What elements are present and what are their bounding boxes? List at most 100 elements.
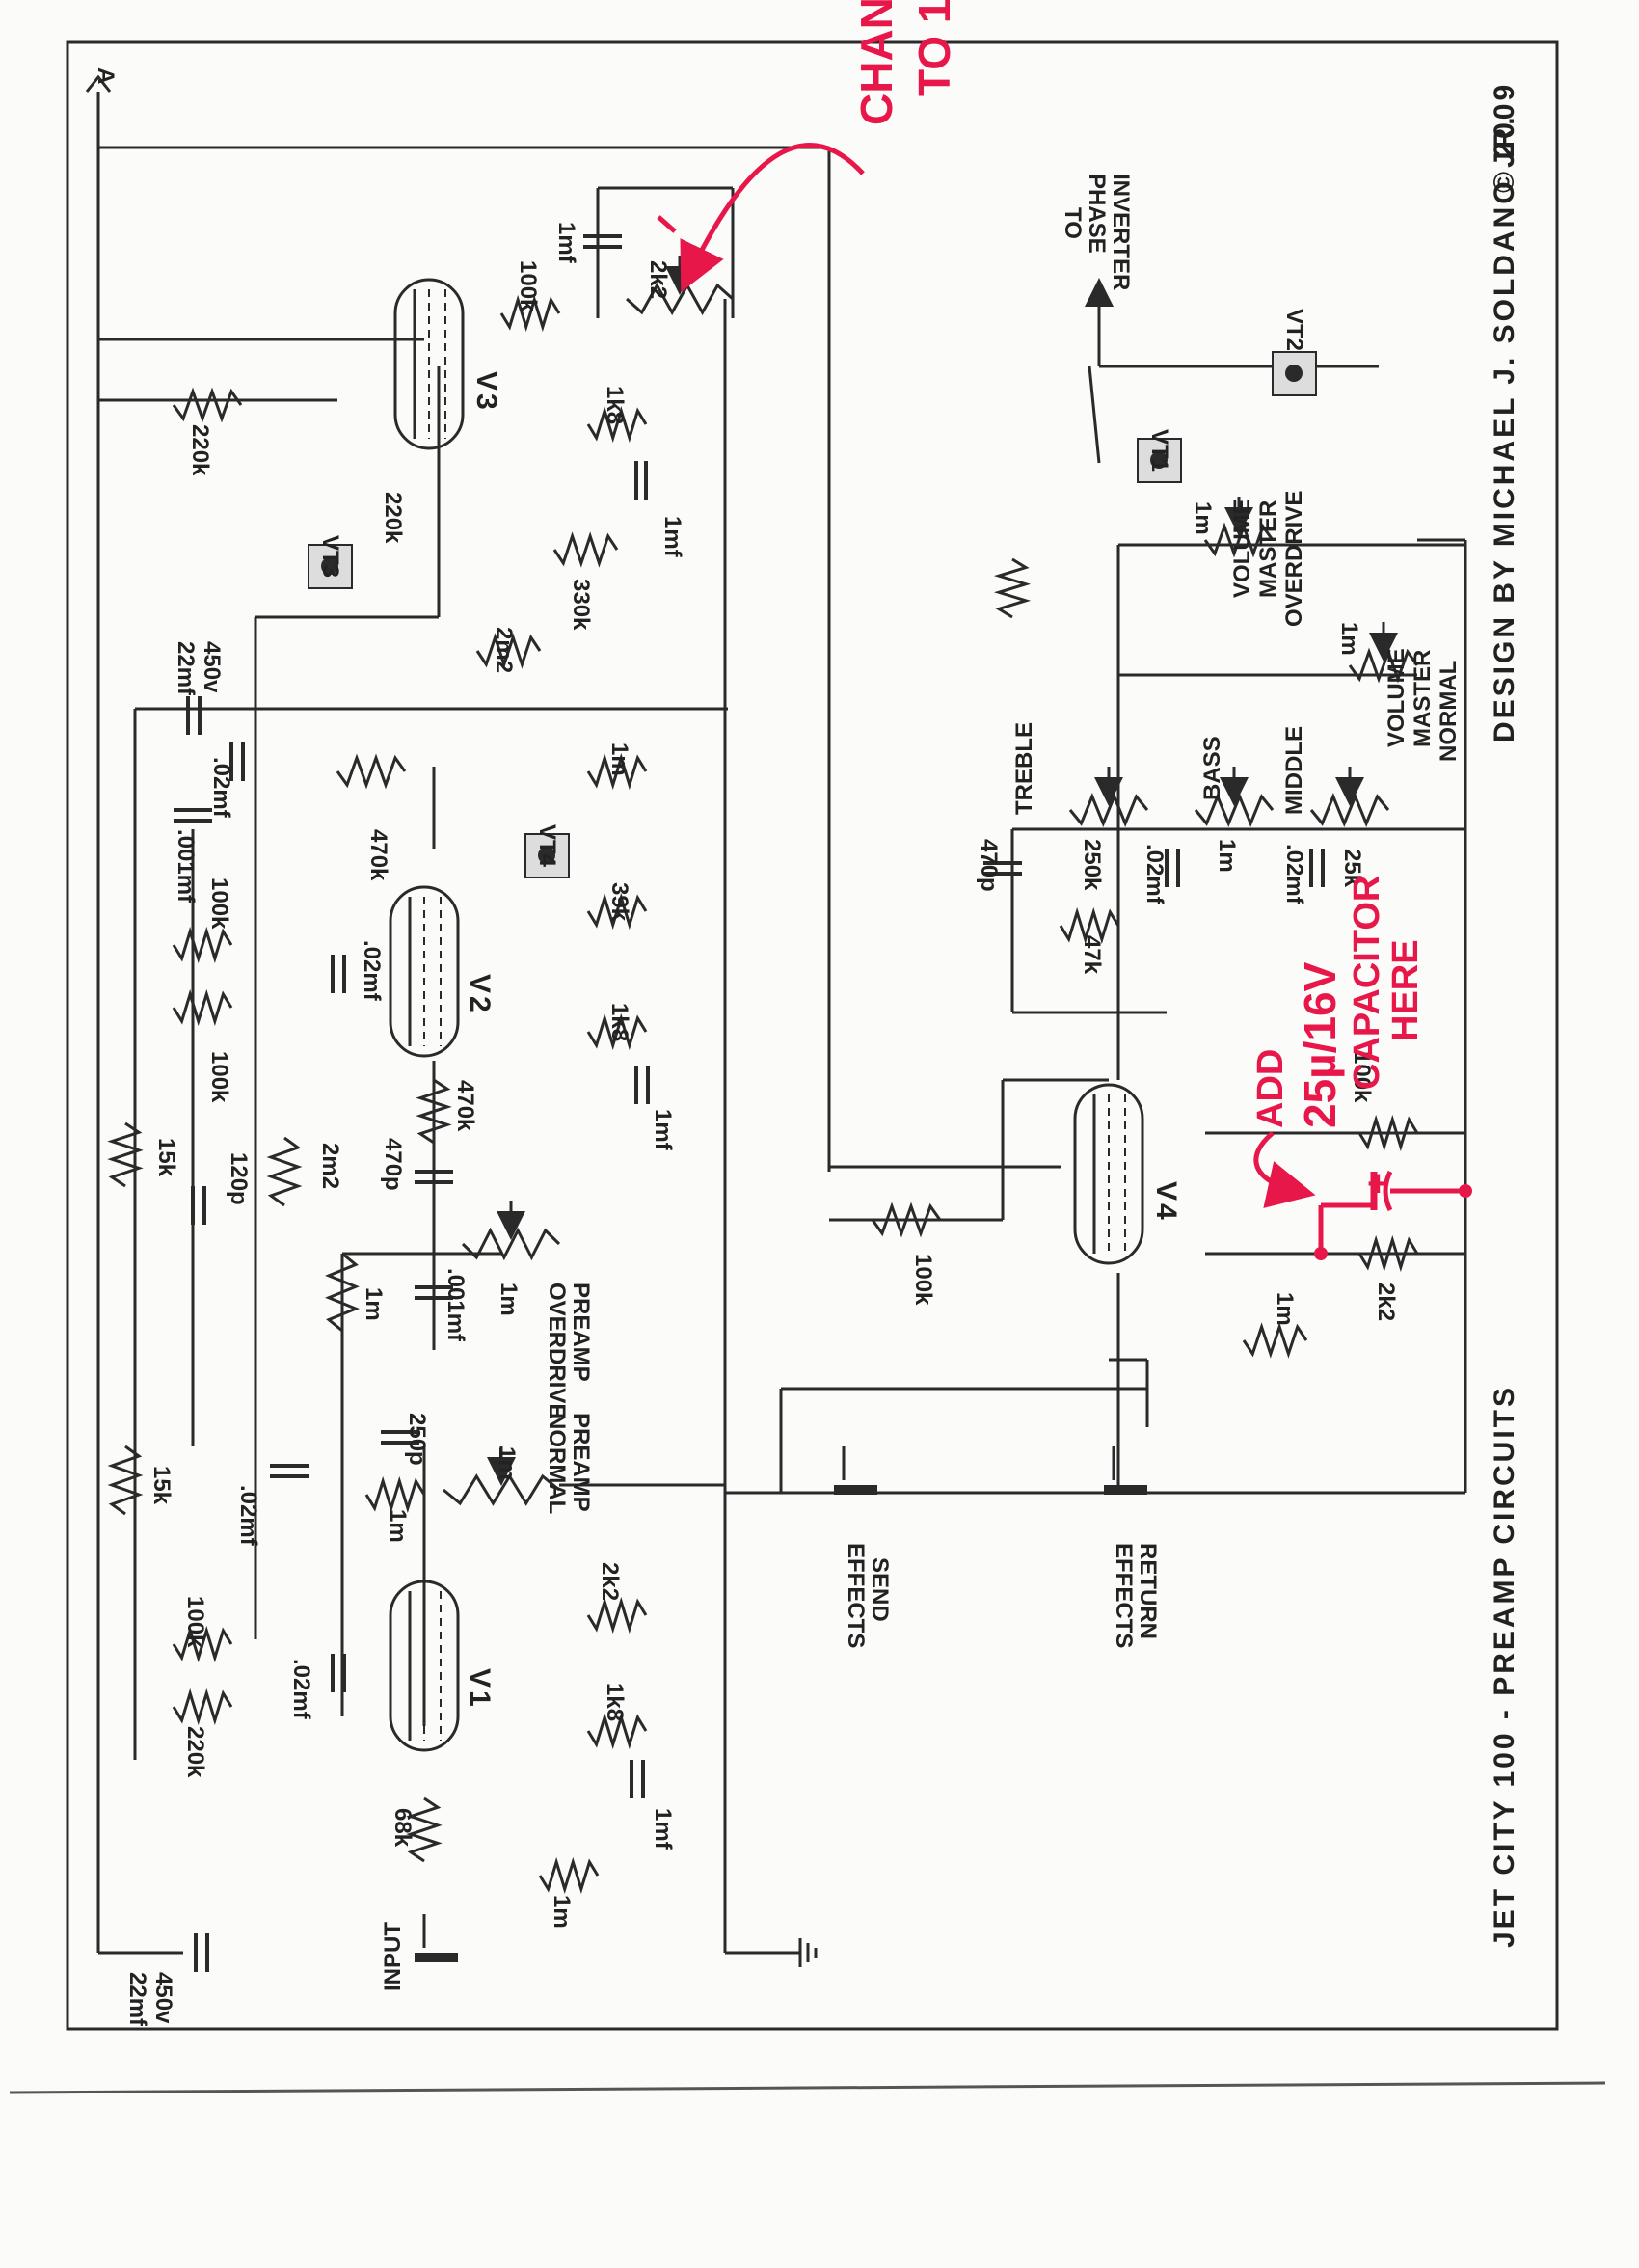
- page-fold-line: [9, 2081, 1606, 2094]
- tube-v2-label: V2: [464, 974, 496, 1015]
- resistor-symbol: [172, 1625, 233, 1663]
- capacitors: [174, 234, 1325, 1972]
- potentiometer-symbol: [1194, 767, 1275, 827]
- p2k2-label: 2k2: [645, 260, 671, 299]
- c02-label: .02mf: [235, 1485, 261, 1547]
- r2k2-label: 2k2: [1373, 1282, 1399, 1321]
- c22mf-label: 22mf: [173, 641, 199, 696]
- add-annotation: 25µ/16V: [1295, 961, 1345, 1128]
- normal-master-label: VOLUME: [1384, 648, 1410, 747]
- r1m-label: 1m: [361, 1287, 387, 1321]
- effects-return-jack-icon: [1104, 1446, 1147, 1495]
- p1m-label: 1m: [1336, 622, 1362, 656]
- resistor-symbol: [266, 1136, 303, 1207]
- r220k-label: 220k: [182, 1726, 208, 1778]
- bass-label: BASS: [1199, 736, 1225, 800]
- r39k-label: 39k: [606, 882, 632, 922]
- p1m-label: 1m: [496, 1282, 522, 1316]
- r100k-label: 100k: [182, 1596, 208, 1648]
- r470k-label: 470k: [452, 1080, 478, 1132]
- vt2-label: VT2: [1281, 309, 1307, 351]
- add-capacitor-arrow: [1253, 1131, 1316, 1208]
- normal-master-label: MASTER: [1410, 650, 1436, 747]
- plus-label: +: [1367, 1164, 1388, 1204]
- resistor-symbol: [586, 1712, 648, 1750]
- vt3-label: VT3: [317, 535, 343, 578]
- ground-icon: [798, 1938, 818, 1967]
- resistor-symbol: [499, 294, 561, 333]
- r2m2-label: 2m2: [491, 627, 517, 673]
- effects-send-jack-icon: [834, 1446, 877, 1495]
- r220k-label: 220k: [187, 424, 213, 476]
- r1k8-label: 1k8: [602, 1683, 628, 1721]
- treble-label: TREBLE: [1011, 722, 1037, 815]
- effects-send-label: EFFECTS: [843, 1543, 869, 1648]
- c1mf-label: 1mf: [650, 1808, 676, 1850]
- tube-v4: [1073, 1083, 1144, 1265]
- r470k-label: 470k: [365, 829, 391, 881]
- add-annotation: HERE: [1385, 939, 1426, 1041]
- p25k-label: 25k: [1339, 849, 1365, 888]
- r100k-label: 100k: [910, 1254, 936, 1306]
- sheet-border: [66, 40, 1559, 2031]
- c02-label: .02mf: [1281, 844, 1307, 905]
- c001-label: .001mf: [443, 1268, 469, 1342]
- phase-inverter-label: INVERTER: [1108, 174, 1134, 290]
- resistor-symbol: [172, 988, 233, 1027]
- r15k-label: 15k: [148, 1466, 175, 1505]
- middle-label: MIDDLE: [1281, 726, 1307, 815]
- input-label: INPUT: [380, 1922, 406, 1991]
- r100k-label: 100k: [206, 1051, 232, 1103]
- r2k2-label: 2k2: [597, 1562, 623, 1601]
- change-annotation: CHANGE THIS: [851, 0, 901, 125]
- resistor-symbol: [993, 557, 1032, 619]
- r220k-label: 220k: [380, 492, 406, 544]
- vactrol-vt1-icon: [1137, 438, 1182, 483]
- add-annotation: ADD: [1250, 1049, 1291, 1128]
- resistor-symbol: [1357, 1114, 1419, 1152]
- potentiometer-symbol: [1203, 497, 1275, 558]
- tube-v2: [389, 885, 460, 1058]
- potentiometer-symbol: [1309, 767, 1390, 827]
- r1m-label: 1m: [549, 1895, 575, 1929]
- resistor-symbol: [871, 1202, 942, 1238]
- v450-label: 450v: [199, 641, 225, 693]
- connector-a-icon: [85, 74, 112, 93]
- r2m2-label: 2m2: [317, 1143, 343, 1189]
- vactrol-vt2-icon: [1272, 351, 1317, 396]
- c001-label: .001mf: [173, 829, 199, 904]
- tube-v1-label: V1: [464, 1668, 496, 1710]
- resistor-symbol: [416, 1078, 452, 1145]
- p250k-label: 250k: [1079, 839, 1105, 891]
- r1k8-label: 1k8: [606, 1003, 632, 1041]
- p1m-label: 1m: [1214, 839, 1240, 873]
- resistor-symbol: [586, 405, 648, 444]
- c1mf-label: 1mf: [659, 516, 685, 558]
- resistor-symbol: [538, 1856, 600, 1895]
- overdrive-preamp-label: PREAMP: [568, 1282, 594, 1382]
- resistor-symbol: [552, 531, 619, 568]
- resistor-symbol: [325, 1252, 360, 1333]
- added-capacitor-icon: [1314, 1170, 1472, 1260]
- vactrol-vt4-icon: [524, 833, 570, 878]
- potentiometer-symbol: [1068, 767, 1149, 827]
- resistor-symbol: [1242, 1322, 1308, 1359]
- resistor-symbol: [172, 926, 233, 964]
- r1m-label: 1m: [606, 742, 632, 776]
- effects-return-label: RETURN: [1135, 1543, 1161, 1639]
- c22mf-label: 22mf: [124, 1972, 150, 2027]
- overdrive-preamp-label: OVERDRIVE: [544, 1282, 570, 1418]
- r1k8-label: 1k8: [602, 386, 628, 424]
- schematic-title: JET CITY 100 - PREAMP CIRCUITS: [1489, 1385, 1520, 1948]
- c02-label: .02mf: [1142, 844, 1168, 905]
- strike-mark: [657, 215, 677, 233]
- resistor-symbol: [1059, 906, 1120, 945]
- overdrive-master-label: VOLUME: [1229, 499, 1255, 598]
- vactrol-vt3-icon: [308, 544, 353, 589]
- potentiometer-symbol: [461, 1201, 561, 1261]
- normal-preamp-label: PREAMP: [568, 1413, 594, 1512]
- phase-inverter-label: TO: [1060, 207, 1086, 239]
- change-annotation: TO 1k: [909, 0, 959, 96]
- resistor-symbol: [1357, 1234, 1419, 1273]
